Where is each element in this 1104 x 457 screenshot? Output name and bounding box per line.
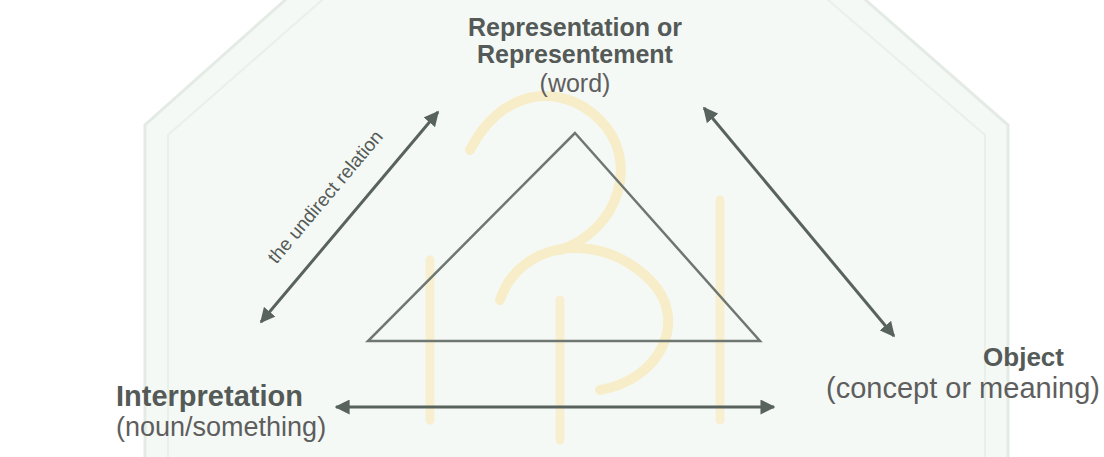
vertex-gloss: (noun/something) bbox=[116, 412, 326, 442]
double-arrow bbox=[261, 112, 438, 322]
interpretant-vertex: Interpretation(noun/something) bbox=[116, 380, 326, 442]
vertex-heading: Interpretation bbox=[116, 380, 326, 412]
relation-label: the undirect relation bbox=[262, 124, 390, 270]
double-arrow bbox=[336, 406, 774, 409]
vertex-gloss: (concept or meaning) bbox=[826, 372, 1100, 405]
sign-vertex: Representation or Representement(word) bbox=[450, 14, 700, 98]
vertex-heading: Object bbox=[826, 342, 1100, 372]
vertex-gloss: (word) bbox=[450, 68, 700, 98]
double-arrow bbox=[704, 108, 894, 336]
vertex-heading: Representation or Representement bbox=[450, 14, 700, 68]
object-vertex: Object(concept or meaning) bbox=[826, 342, 1100, 405]
